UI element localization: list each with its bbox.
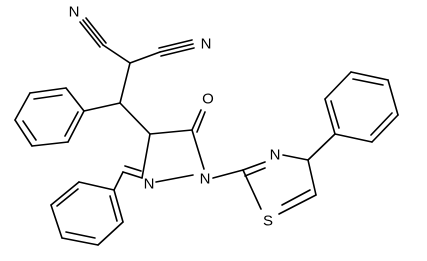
bond (65, 87, 85, 112)
bond (158, 39, 193, 49)
bond (242, 161, 266, 171)
dicyanomethyl-group (79, 17, 195, 64)
bond (83, 102, 121, 112)
bond (370, 112, 393, 136)
bond (56, 188, 79, 207)
bond (22, 120, 37, 141)
bond (29, 87, 67, 94)
bond (122, 171, 143, 179)
atom-label-nitrile-n-1: N (69, 4, 80, 21)
bond (61, 237, 99, 246)
atom-label-pyrazole-n-ring: N (144, 176, 155, 193)
bond (67, 110, 85, 143)
bond (124, 165, 142, 172)
bond (350, 71, 389, 81)
bond (371, 114, 399, 143)
thiazole-ring (242, 154, 317, 215)
bond (31, 141, 69, 147)
bond (50, 204, 63, 239)
bond (324, 71, 352, 100)
bond (65, 231, 96, 239)
bond (102, 44, 131, 64)
bond (281, 189, 311, 206)
pyrazolone-ring (122, 109, 206, 183)
bond (14, 119, 33, 147)
bond (159, 43, 194, 53)
bond (352, 78, 384, 86)
bond (85, 17, 107, 44)
bond (330, 100, 340, 129)
bond (82, 19, 104, 46)
bond (278, 194, 317, 215)
bond (149, 129, 193, 135)
bond (282, 154, 309, 161)
bond (155, 174, 194, 183)
bond (212, 169, 244, 179)
atom-label-carbonyl-o: O (202, 91, 214, 108)
bond (113, 171, 124, 191)
bond (119, 102, 151, 135)
bond (64, 111, 79, 137)
bond (78, 181, 115, 191)
bond (242, 169, 262, 210)
bond (14, 92, 31, 121)
bond (387, 79, 399, 116)
bond (113, 189, 124, 223)
bond (97, 221, 124, 246)
bond (196, 111, 206, 133)
bond (129, 51, 161, 64)
atom-label-pyrazole-n-attached: N (200, 171, 211, 188)
bond (244, 167, 266, 177)
bond (50, 181, 80, 206)
atom-label-thiazole-n: N (270, 147, 281, 164)
bond (119, 62, 131, 104)
bond (141, 133, 151, 179)
bond (191, 109, 202, 131)
atom-label-nitrile-n-2: N (201, 36, 212, 53)
bond (307, 133, 336, 161)
bond (191, 129, 205, 170)
bond (79, 21, 101, 48)
bond (109, 195, 118, 222)
bond (324, 98, 336, 135)
thiazole-phenyl-ring (324, 71, 399, 143)
pyrazole-phenyl-ring (50, 181, 124, 246)
bond (334, 133, 373, 143)
benzyl-phenyl-ring (14, 87, 85, 147)
bond (307, 159, 317, 196)
atom-label-thiazole-s: S (263, 213, 273, 230)
bond (160, 47, 195, 57)
bond (33, 94, 63, 100)
